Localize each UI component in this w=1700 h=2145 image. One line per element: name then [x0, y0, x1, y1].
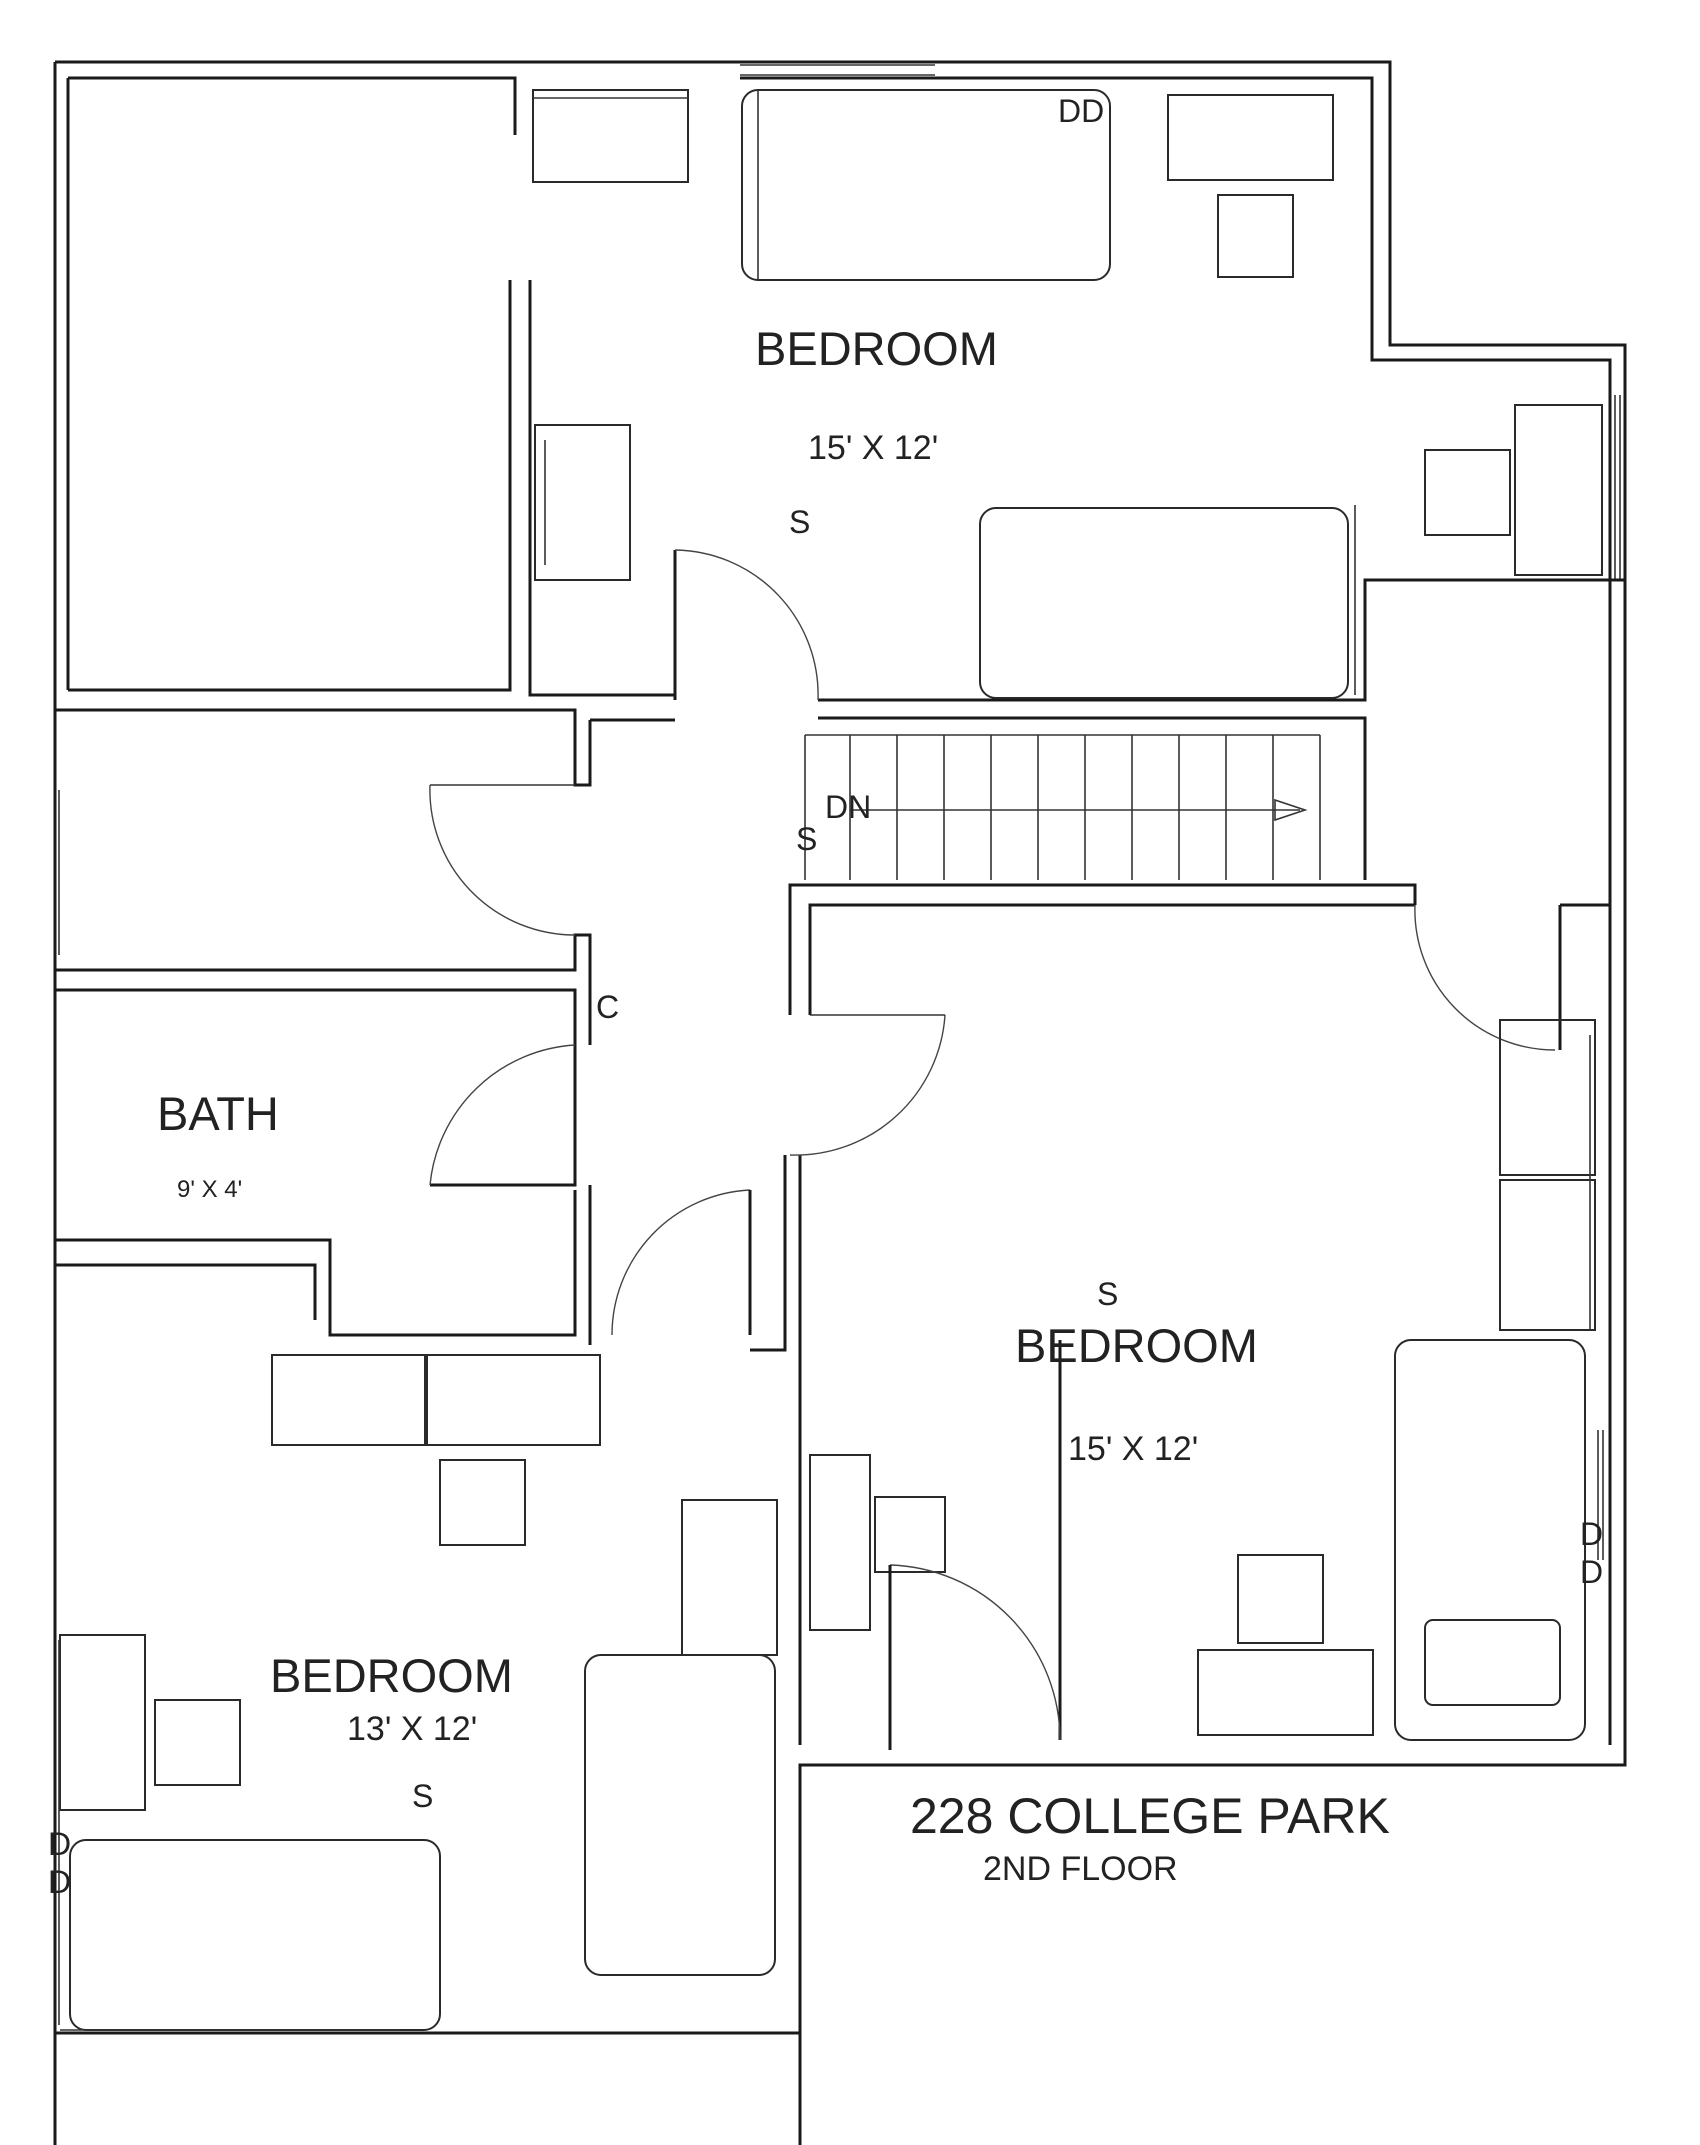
bottom-bed-left	[69, 1839, 441, 2031]
top-side-desk	[534, 424, 631, 581]
smoke-detector-right: S	[1097, 1276, 1118, 1312]
top-chair-right	[1217, 194, 1294, 278]
right-wall-desk	[1514, 404, 1603, 576]
bottom-side-shelf	[681, 1499, 778, 1656]
right-bedroom-walls	[750, 883, 1610, 1745]
right-bed-pillow	[1424, 1619, 1561, 1706]
right-bedroom-name: BEDROOM	[1015, 1319, 1258, 1372]
smoke-detector-bottom: S	[412, 1778, 433, 1814]
bottom-bedroom-door	[611, 1189, 752, 1336]
top-desk-left	[532, 89, 689, 183]
double-door-top: DD	[1058, 93, 1104, 129]
right-side-shelf	[809, 1454, 871, 1631]
exterior-walls	[53, 60, 1627, 2145]
stairs-down-label: DN	[825, 789, 871, 825]
bottom-desk-right	[424, 1354, 601, 1446]
bottom-bed-right	[584, 1654, 776, 1976]
double-door-right-1: D	[1580, 1516, 1603, 1552]
right-desk-chair	[1237, 1554, 1324, 1644]
stairs	[804, 734, 1321, 880]
double-door-left-1: D	[48, 1826, 71, 1862]
right-desk	[1197, 1649, 1374, 1736]
bottom-left-chair	[154, 1699, 241, 1786]
smoke-detector-top: S	[789, 504, 810, 540]
stair-arrow-head	[1274, 798, 1308, 822]
plan-address: 228 COLLEGE PARK	[910, 1788, 1390, 1844]
top-bedroom-door	[673, 549, 819, 701]
smoke-detector-hall: S	[796, 821, 817, 857]
right-bed	[1394, 1339, 1586, 1741]
top-window	[740, 64, 935, 76]
double-door-right-2: D	[1580, 1554, 1603, 1590]
bottom-desk-left	[271, 1354, 428, 1446]
right-side-chair	[874, 1496, 946, 1573]
right-bedroom-furniture	[809, 1019, 1604, 1750]
top-bed-2	[979, 507, 1349, 699]
right-closet-top	[1499, 1019, 1596, 1176]
bottom-bedroom-name: BEDROOM	[270, 1649, 513, 1702]
right-closet-bottom	[1499, 1179, 1596, 1331]
right-window	[1614, 395, 1621, 580]
bath	[55, 1030, 592, 1345]
bottom-bedroom-furniture	[55, 1354, 800, 2035]
bottom-left-desk	[59, 1634, 146, 1811]
top-bedroom-furniture	[532, 89, 1603, 699]
left-closets	[55, 708, 675, 1045]
double-door-left-2: D	[48, 1864, 71, 1900]
top-desk-right	[1167, 94, 1334, 181]
bottom-bedroom-size: 13' X 12'	[347, 1710, 477, 1748]
labels: BEDROOM 15' X 12' BEDROOM 15' X 12' BEDR…	[48, 93, 1603, 1900]
top-bedroom-size: 15' X 12'	[808, 429, 938, 467]
top-bed-1	[741, 89, 1111, 281]
right-bedroom-door-hall	[789, 1014, 946, 1156]
bottom-chair-top	[439, 1459, 526, 1546]
plan-floor: 2ND FLOOR	[983, 1850, 1178, 1888]
right-closet-door	[1414, 904, 1556, 1051]
top-left-closet	[68, 280, 1625, 880]
top-bedroom-name: BEDROOM	[755, 322, 998, 375]
closet-marker: C	[596, 989, 619, 1025]
bath-name: BATH	[157, 1087, 279, 1140]
bath-size: 9' X 4'	[177, 1176, 242, 1203]
right-bedroom-size: 15' X 12'	[1068, 1430, 1198, 1468]
right-wall-chair	[1424, 449, 1511, 536]
